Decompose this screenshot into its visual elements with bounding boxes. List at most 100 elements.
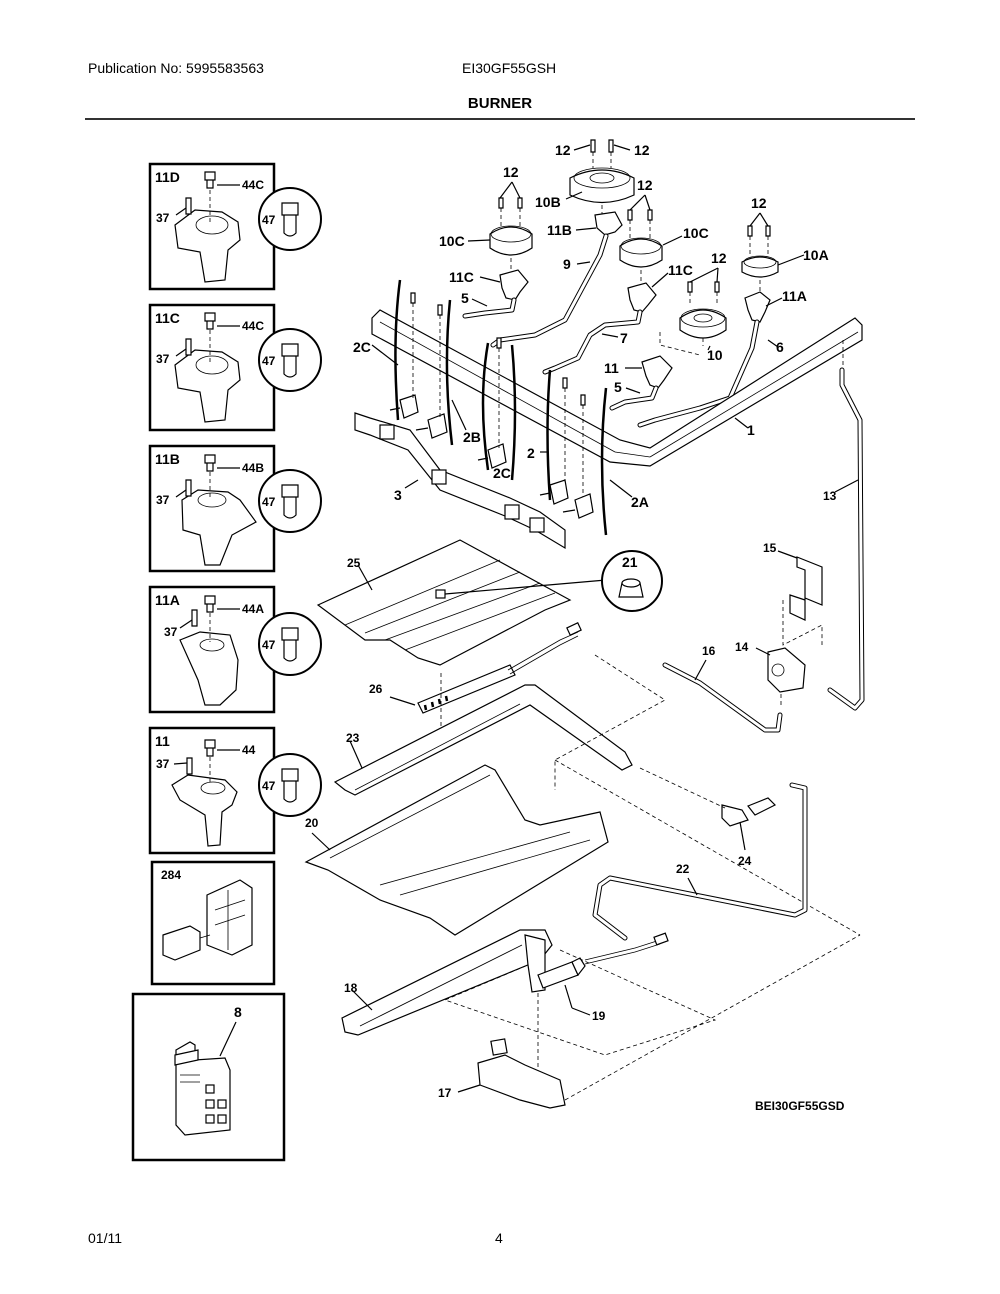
inset-8: 8	[131, 992, 286, 1162]
burner-head-11C-right: 11C	[627, 262, 693, 313]
callout-1: 1	[747, 422, 755, 438]
burner-head-11: 11	[604, 355, 673, 389]
screw-icon	[185, 197, 192, 215]
burner-10: 10	[659, 308, 727, 363]
spark-electrode-icon	[281, 202, 299, 237]
cap-screw-icon	[204, 312, 216, 330]
cap-callout: 44	[242, 743, 256, 757]
screw-callout: 37	[156, 211, 170, 225]
screws-12-left: 12	[498, 164, 523, 226]
screw-icon	[191, 609, 198, 627]
wire-2A	[600, 387, 608, 536]
valve-icon	[549, 479, 569, 505]
callout-21: 21	[622, 554, 638, 570]
burner-head-11A: 11A	[744, 288, 807, 323]
callout-10B: 10B	[535, 194, 561, 210]
wire-2	[546, 369, 552, 501]
spark-electrode-icon	[281, 343, 299, 378]
nut-21: 21	[435, 550, 663, 612]
cap-callout: 44B	[242, 461, 264, 475]
valve-icon	[399, 394, 419, 419]
tube-7: 7	[542, 309, 643, 375]
callout-26: 26	[369, 682, 383, 696]
callout-2B: 2B	[463, 429, 481, 445]
publication-number: Publication No: 5995583563	[88, 60, 264, 76]
spark-electrode-icon	[281, 484, 299, 519]
callout-6: 6	[776, 339, 784, 355]
screw-callout: 37	[156, 493, 170, 507]
callout-12: 12	[555, 142, 571, 158]
callout-5: 5	[614, 379, 622, 395]
inset-11D: 11D 44C 37 47	[148, 162, 322, 291]
detail-callout: 47	[262, 638, 276, 652]
cap-screw-icon	[204, 454, 216, 472]
burner-head-icon	[179, 631, 239, 706]
callout-2: 2	[527, 445, 535, 461]
page-number: 4	[495, 1230, 503, 1246]
cap-callout: 44C	[242, 319, 264, 333]
cap-screw-icon	[204, 171, 216, 189]
callout-10C: 10C	[683, 225, 709, 241]
callout-7: 7	[620, 330, 628, 346]
inset-label: 11D	[155, 169, 180, 185]
cap-callout: 44A	[242, 602, 264, 616]
callout-20: 20	[305, 816, 319, 830]
screw-icon	[185, 479, 192, 497]
callout-12: 12	[503, 164, 519, 180]
bracket-15: 15	[763, 541, 823, 646]
burner-10C-left: 10C	[439, 225, 533, 270]
callout-17: 17	[438, 1086, 452, 1100]
cap-screw-icon	[204, 739, 216, 757]
screws-12-far: 12	[747, 195, 771, 255]
callout-12: 12	[751, 195, 767, 211]
callout-9: 9	[563, 256, 571, 272]
screw-icon	[185, 338, 192, 356]
screws-12-right: 12	[687, 250, 727, 305]
callout-25: 25	[347, 556, 361, 570]
callout-12: 12	[634, 142, 650, 158]
valve-17: 17	[438, 934, 861, 1109]
orifice-24: 24	[554, 759, 861, 936]
inset-label: 11A	[155, 592, 180, 608]
detail-callout: 47	[262, 354, 276, 368]
callout-19: 19	[592, 1009, 606, 1023]
inset-11: 11 44 37 47	[148, 726, 322, 855]
burner-head-icon	[174, 349, 241, 423]
inset-label: 8	[234, 1004, 242, 1020]
broil-burner-18: 18	[341, 929, 553, 1075]
screws-12-mid: 12	[627, 177, 653, 238]
callout-2A: 2A	[631, 494, 649, 510]
spark-module-icon	[175, 1041, 231, 1136]
bottom-shield-20: 20	[304, 764, 609, 936]
callout-23: 23	[346, 731, 360, 745]
callout-2C: 2C	[353, 339, 371, 355]
burner-head-11C-left: 11C	[449, 269, 529, 301]
callout-16: 16	[702, 644, 716, 658]
inset-11A: 11A 44A 37 47	[148, 585, 322, 714]
wire-2C-left	[394, 279, 402, 421]
valve-bracket-icon	[206, 879, 253, 956]
cap-callout: 44C	[242, 178, 264, 192]
broil-shield-25: 25	[316, 539, 572, 666]
callout-14: 14	[735, 640, 749, 654]
inset-label: 284	[161, 868, 181, 882]
wire-2C-mid	[481, 342, 490, 471]
model-number: EI30GF55GSH	[462, 60, 557, 76]
manifold-1: 1	[371, 309, 863, 467]
callout-11B: 11B	[547, 222, 572, 238]
igniter-19: 19	[443, 932, 717, 1056]
valve-bracket-3: 3	[354, 412, 566, 550]
callout-11C: 11C	[449, 269, 474, 285]
header-divider	[85, 118, 915, 120]
detail-callout: 47	[262, 779, 276, 793]
ignitor-wires: 2C 2B 2C 2 2A	[353, 279, 649, 536]
callout-12: 12	[711, 250, 727, 266]
burner-10B: 10B	[535, 167, 635, 215]
valves	[389, 292, 594, 519]
callout-12: 12	[637, 177, 653, 193]
detail-callout: 47	[262, 495, 276, 509]
tube-22: 22	[592, 782, 808, 941]
inset-label: 11B	[155, 451, 180, 467]
callout-3: 3	[394, 487, 402, 503]
